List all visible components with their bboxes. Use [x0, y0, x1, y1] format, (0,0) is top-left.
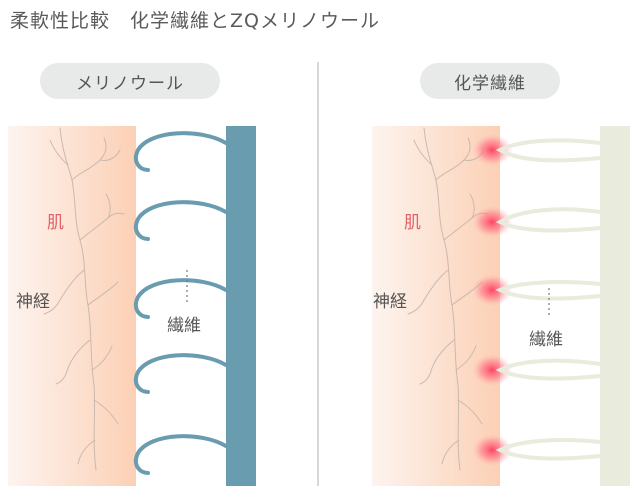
merino-heading-pill: メリノウール	[40, 63, 220, 99]
panel-divider	[317, 62, 319, 486]
merino-skin-label: 肌	[47, 213, 64, 233]
irritation-spots	[472, 134, 512, 466]
synthetic-fabric-bar	[600, 126, 630, 486]
irritation-spot	[472, 354, 512, 386]
merino-nerves	[43, 127, 125, 471]
irritation-spot	[472, 274, 512, 306]
merino-nerve-label: 神経	[16, 292, 50, 312]
synthetic-skin-layer	[372, 126, 500, 486]
synthetic-fiber-label: 繊維	[529, 330, 563, 350]
merino-panel	[8, 126, 256, 486]
irritation-spot	[472, 206, 512, 238]
merino-heading: メリノウール	[76, 73, 184, 94]
synthetic-skin-label: 肌	[404, 213, 421, 233]
merino-hooks	[133, 131, 228, 475]
merino-fiber-label: 繊維	[167, 316, 201, 336]
synthetic-nerve-label: 神経	[373, 292, 407, 312]
synthetic-panel	[372, 126, 630, 486]
synthetic-loops	[495, 138, 602, 461]
irritation-spot	[472, 434, 512, 466]
page-title: 柔軟性比較 化学繊維とZQメリノウール	[10, 10, 380, 32]
merino-skin-layer	[8, 126, 136, 486]
irritation-spot	[472, 134, 512, 166]
merino-fabric-bar	[226, 126, 256, 486]
synthetic-heading: 化学繊維	[454, 73, 526, 94]
synthetic-heading-pill: 化学繊維	[420, 63, 560, 99]
